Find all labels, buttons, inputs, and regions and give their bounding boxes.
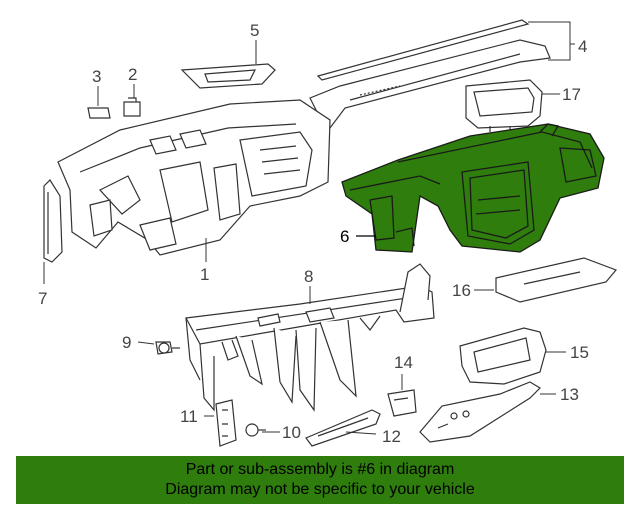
callout-12-leader bbox=[345, 431, 377, 435]
callout-3: 3 bbox=[92, 67, 101, 86]
part-2-clip[interactable] bbox=[123, 97, 141, 117]
callout-11: 11 bbox=[180, 407, 198, 426]
part-9-bolt[interactable] bbox=[155, 341, 180, 355]
part-3-clip[interactable] bbox=[87, 107, 111, 119]
banner-line-1: Part or sub-assembly is #6 in diagram bbox=[185, 461, 455, 478]
part-15-glove-box[interactable] bbox=[459, 327, 547, 385]
callout-5: 5 bbox=[250, 21, 259, 40]
part-7-end-cap[interactable] bbox=[43, 179, 63, 263]
callout-8: 8 bbox=[304, 267, 313, 286]
callout-17: 17 bbox=[562, 85, 581, 104]
part-13-knee-bolster[interactable] bbox=[419, 381, 541, 443]
part-5-tray[interactable] bbox=[180, 63, 276, 89]
part-1-instrument-panel-carrier[interactable] bbox=[57, 99, 331, 256]
callout-14: 14 bbox=[394, 353, 413, 372]
callout-1: 1 bbox=[200, 265, 209, 284]
callout-16: 16 bbox=[452, 281, 471, 300]
callout-6: 6 bbox=[340, 227, 349, 246]
callout-4-leader bbox=[528, 21, 575, 61]
part-11-bracket[interactable] bbox=[215, 399, 237, 447]
part-14-cover[interactable] bbox=[387, 389, 417, 417]
callout-9-leader bbox=[137, 341, 155, 345]
part-6-upper-panel-highlighted[interactable] bbox=[341, 123, 605, 253]
part-17-airbag-module[interactable] bbox=[465, 79, 543, 132]
callout-4: 4 bbox=[578, 37, 587, 56]
callout-9: 9 bbox=[122, 333, 131, 352]
callout-15: 15 bbox=[570, 343, 589, 362]
info-banner: Part or sub-assembly is #6 in diagram Di… bbox=[16, 456, 624, 504]
callout-12: 12 bbox=[382, 427, 401, 446]
callout-13: 13 bbox=[560, 385, 579, 404]
banner-line-2: Diagram may not be specific to your vehi… bbox=[165, 481, 475, 498]
callout-10: 10 bbox=[282, 423, 301, 442]
part-4-defroster-trim[interactable] bbox=[309, 19, 551, 129]
part-10-fastener[interactable] bbox=[245, 423, 266, 437]
part-16-shelf[interactable] bbox=[495, 257, 618, 303]
callout-2: 2 bbox=[128, 65, 137, 84]
parts-diagram: 1 2 3 4 5 6 7 8 9 10 11 12 13 14 15 16 1… bbox=[38, 19, 618, 447]
part-12-lower-trim[interactable] bbox=[305, 409, 381, 447]
part-8-cross-car-beam[interactable] bbox=[185, 263, 435, 412]
callout-7: 7 bbox=[38, 289, 47, 308]
